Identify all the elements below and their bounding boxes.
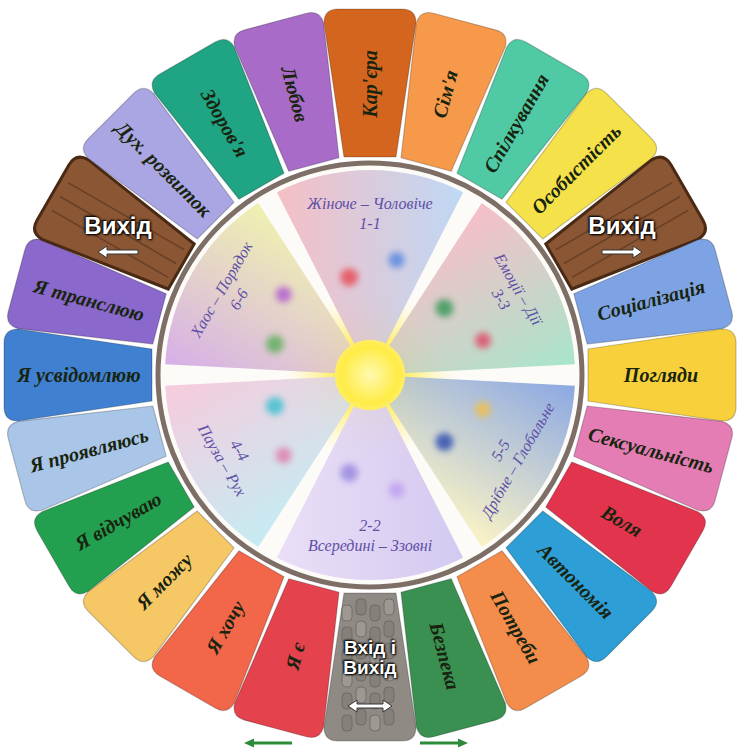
stone xyxy=(384,621,394,637)
door-arrow xyxy=(348,700,392,712)
segment-label: Я усвідомлюю xyxy=(17,364,140,386)
paint-spot xyxy=(389,252,405,268)
stone xyxy=(370,715,380,731)
segment-fill xyxy=(324,593,416,741)
door-label: Вихід xyxy=(84,213,151,238)
sector-number: 2-2 xyxy=(359,516,380,536)
stone xyxy=(384,709,394,725)
segment-label: Я є xyxy=(281,640,309,672)
segment-label: Я проявляюсь xyxy=(27,424,150,477)
paint-spot xyxy=(432,430,457,455)
segment-label: Соціалізація xyxy=(595,275,708,325)
segment-label: Любов xyxy=(277,64,313,124)
stone xyxy=(384,687,394,703)
stone xyxy=(356,621,366,637)
sector-label: Всередині – Ззовні xyxy=(308,536,432,556)
sector-label: Жіноче – Чоловіче xyxy=(307,194,432,214)
paint-spot xyxy=(273,445,295,467)
door-label: Вхід і Вихід xyxy=(340,638,400,678)
segment-fill xyxy=(324,9,416,157)
segment-label: Сім'я xyxy=(428,68,462,121)
segment-label: Воля xyxy=(598,500,647,541)
stone xyxy=(356,599,366,615)
paint-spot xyxy=(273,284,295,306)
sector-fill xyxy=(350,310,594,558)
segment-label: Здоров'я xyxy=(196,85,253,161)
paint-spot xyxy=(340,464,358,482)
inner-ring xyxy=(158,163,582,587)
wood-plank xyxy=(556,182,672,249)
door-arrow xyxy=(602,246,642,258)
paint-spot xyxy=(263,394,288,419)
segment-label: Я можу xyxy=(132,548,197,613)
door-label: Вихід xyxy=(588,213,655,238)
segment-label: Я відчуваю xyxy=(71,487,165,554)
paint-spot xyxy=(472,399,494,421)
segment-label: Погляди xyxy=(624,364,698,386)
arrow-shape xyxy=(98,246,138,258)
segment-label: Потреби xyxy=(486,586,545,667)
arrow-shape xyxy=(602,246,642,258)
stone xyxy=(370,605,380,621)
segment-fill xyxy=(4,329,152,421)
arrow-shape xyxy=(348,700,392,712)
stone xyxy=(384,599,394,615)
segment-fill xyxy=(382,574,509,741)
segment-label: Я транслюю xyxy=(31,274,147,325)
sector-fill xyxy=(146,192,390,440)
paint-spot xyxy=(432,296,457,321)
stone xyxy=(342,605,352,621)
paint-spot xyxy=(340,268,358,286)
sector-number: 1-1 xyxy=(359,214,380,234)
segment-label: Я хочу xyxy=(201,597,249,657)
stone xyxy=(342,715,352,731)
segment-fill xyxy=(588,329,736,421)
segment-label: Сексуальність xyxy=(586,423,716,478)
door-arrow xyxy=(98,246,138,258)
paint-spot xyxy=(389,482,405,498)
segment-label: Кар'єра xyxy=(359,50,381,117)
wheel-ground xyxy=(2,7,738,743)
paint-spot xyxy=(263,332,288,357)
paint-spot xyxy=(472,330,494,352)
segment-label: Безпека xyxy=(426,620,465,692)
